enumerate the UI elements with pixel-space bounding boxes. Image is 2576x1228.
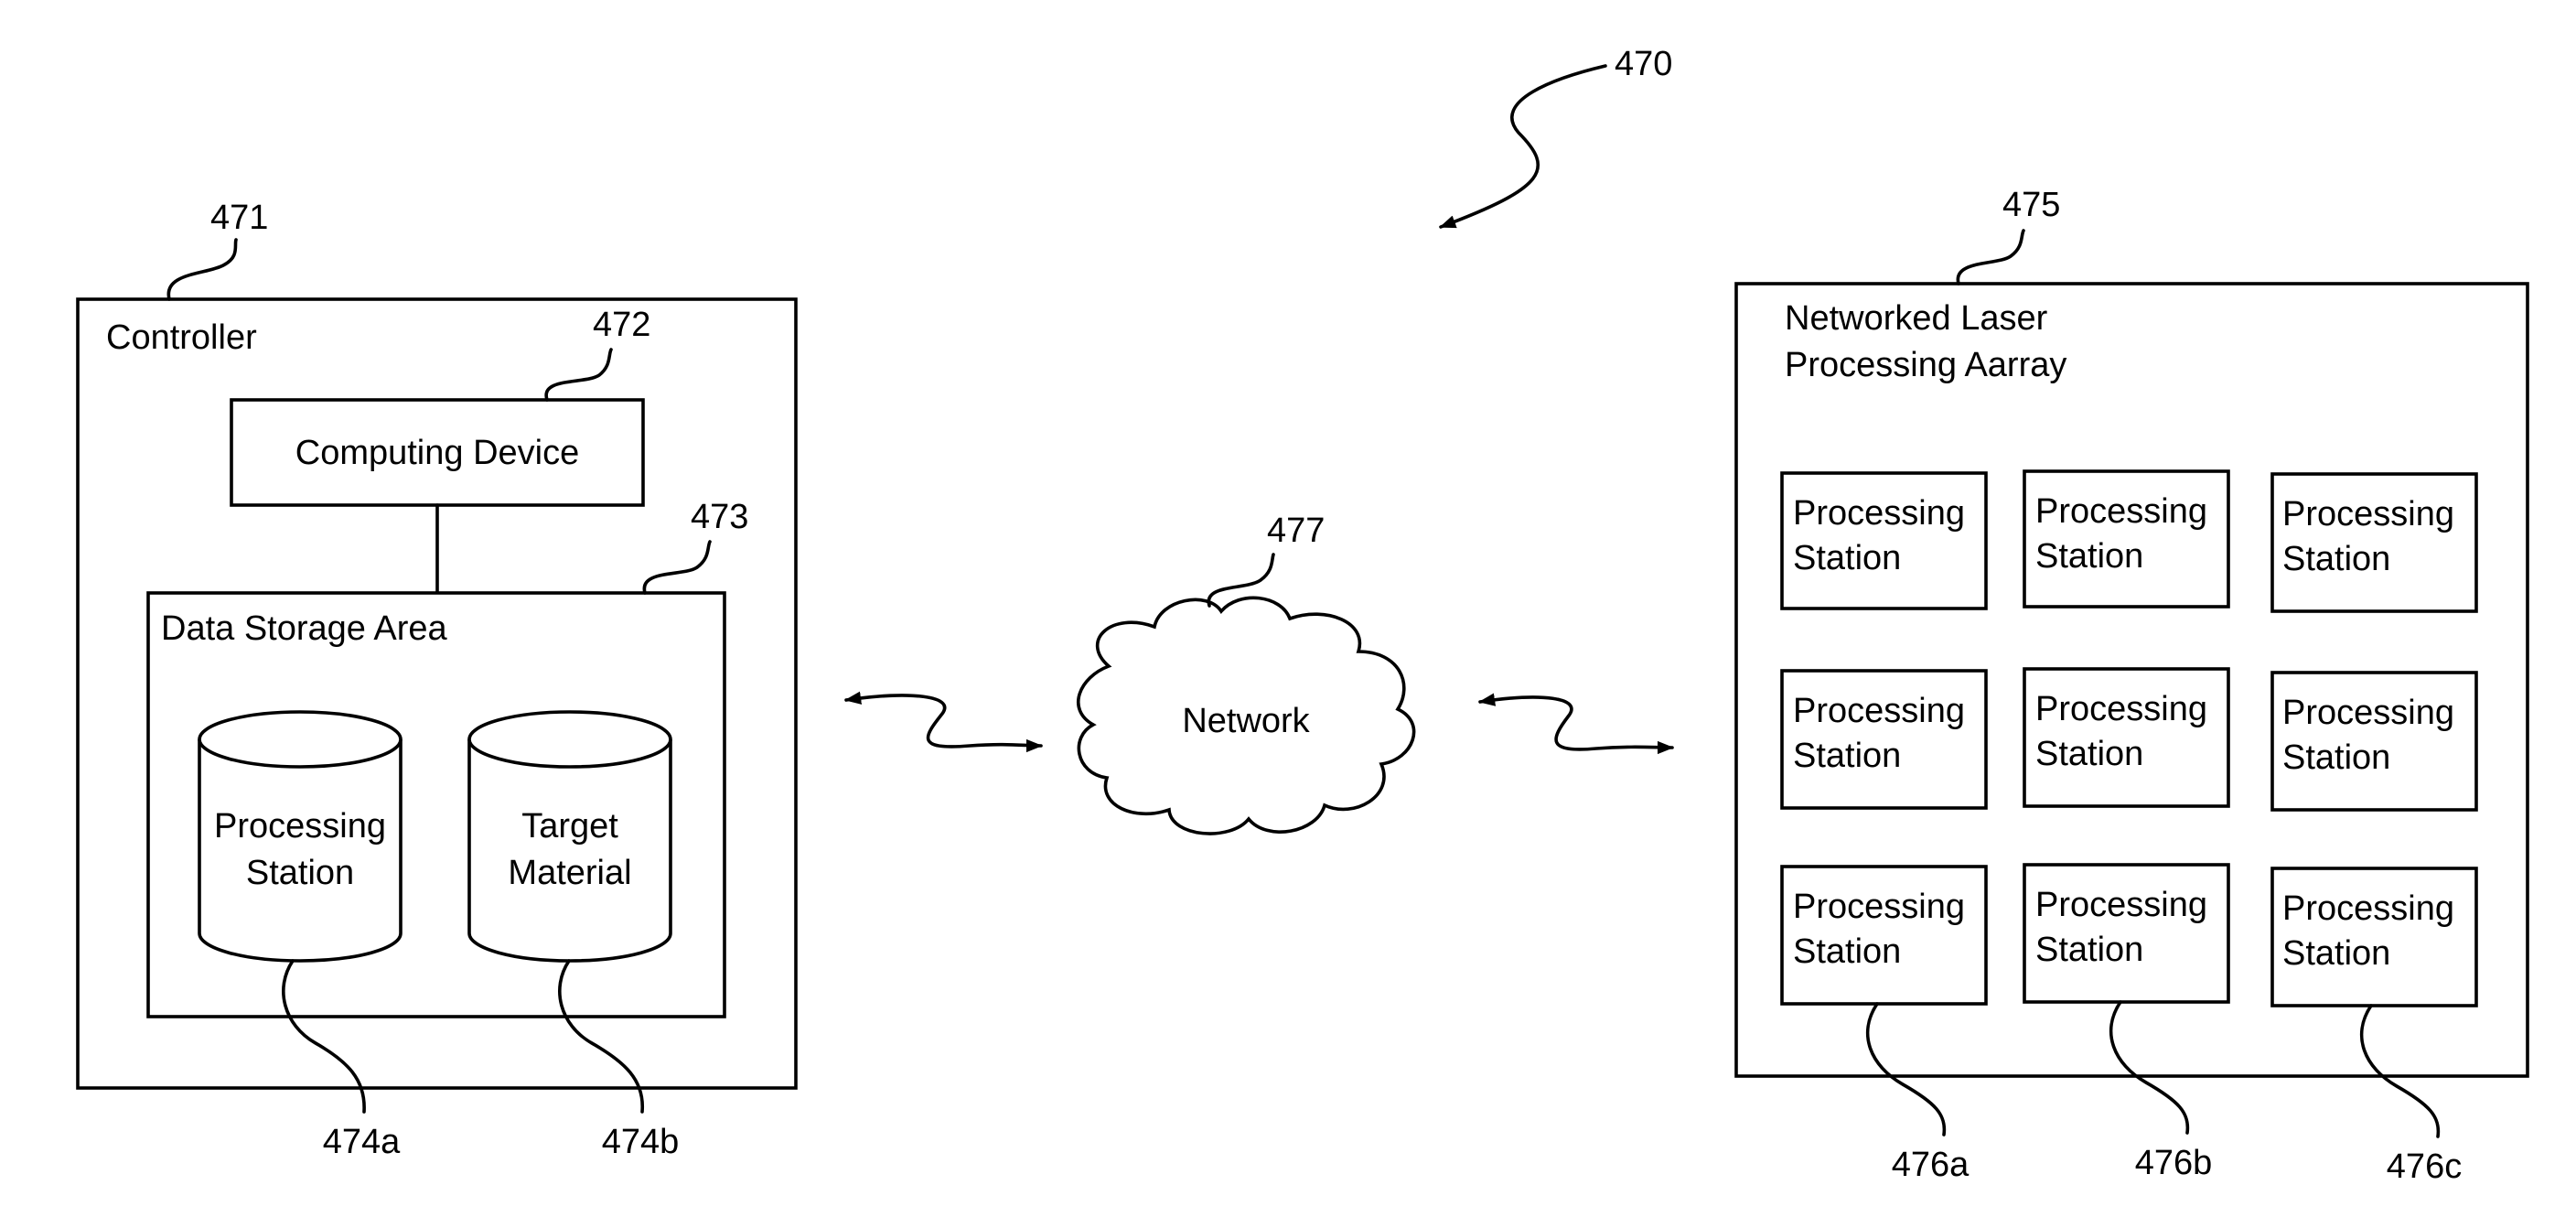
computing-device-label: Computing Device (295, 434, 579, 472)
array-ref-leader (1958, 231, 2023, 284)
database-label-line2: Station (246, 854, 354, 892)
network-block: Network 477 (1079, 512, 1414, 834)
station-label-line2: Station (1793, 539, 1901, 577)
station-ref: 476b (2135, 1144, 2213, 1182)
station-label-line2: Station (1793, 737, 1901, 775)
station-label-line2: Station (2035, 735, 2143, 773)
bidirectional-arrow-right (1480, 697, 1672, 749)
station-label-line1: Processing (2035, 492, 2207, 531)
station-ref: 476a (1892, 1146, 1970, 1184)
station-ref: 476c (2387, 1147, 2462, 1186)
database-label-line2: Material (508, 854, 631, 892)
figure-reference: 470 (1441, 45, 1672, 227)
array-ref: 475 (2002, 186, 2060, 224)
network-label: Network (1182, 702, 1310, 740)
station-label-line2: Station (1793, 932, 1901, 971)
data-storage-ref: 473 (691, 498, 748, 536)
database-processing-station: Processing Station 474a (199, 712, 401, 1161)
processing-array-block: Networked Laser Processing Aarray 475 Pr… (1736, 186, 2528, 1186)
station-label-line1: Processing (1793, 692, 1965, 730)
station-label-line1: Processing (1793, 888, 1965, 926)
controller-ref: 471 (210, 199, 268, 237)
figure-ref-arrow (1441, 66, 1605, 227)
station-label-line2: Station (2035, 537, 2143, 576)
computing-device-ref: 472 (593, 306, 650, 344)
station-label-line1: Processing (2282, 889, 2454, 928)
station-grid: Processing Station Processing Station Pr… (1782, 471, 2476, 1006)
station-label-line1: Processing (2035, 690, 2207, 728)
station-label-line2: Station (2282, 934, 2390, 973)
data-storage-label: Data Storage Area (161, 609, 448, 648)
database-ref: 474b (602, 1123, 680, 1161)
database-icon (469, 739, 671, 961)
network-ref: 477 (1267, 512, 1325, 550)
controller-label: Controller (106, 318, 257, 357)
array-title-line1: Networked Laser (1785, 299, 2048, 338)
controller-block: Controller 471 Computing Device 472 Data… (78, 199, 796, 1161)
station-label-line1: Processing (1793, 494, 1965, 533)
station-label-line2: Station (2035, 931, 2143, 969)
array-title-line2: Processing Aarray (1785, 346, 2066, 384)
database-ref: 474a (323, 1123, 401, 1161)
controller-ref-leader (168, 240, 236, 299)
database-label-line1: Target (521, 807, 618, 846)
database-icon (199, 739, 401, 961)
bidirectional-arrow-left (846, 695, 1041, 747)
database-label-line1: Processing (214, 807, 386, 846)
station-label-line1: Processing (2035, 886, 2207, 924)
database-target-material: Target Material 474b (469, 712, 679, 1161)
station-label-line2: Station (2282, 540, 2390, 578)
station-label-line2: Station (2282, 738, 2390, 777)
station-label-line1: Processing (2282, 495, 2454, 533)
figure-ref-label: 470 (1615, 45, 1672, 83)
station-label-line1: Processing (2282, 694, 2454, 732)
